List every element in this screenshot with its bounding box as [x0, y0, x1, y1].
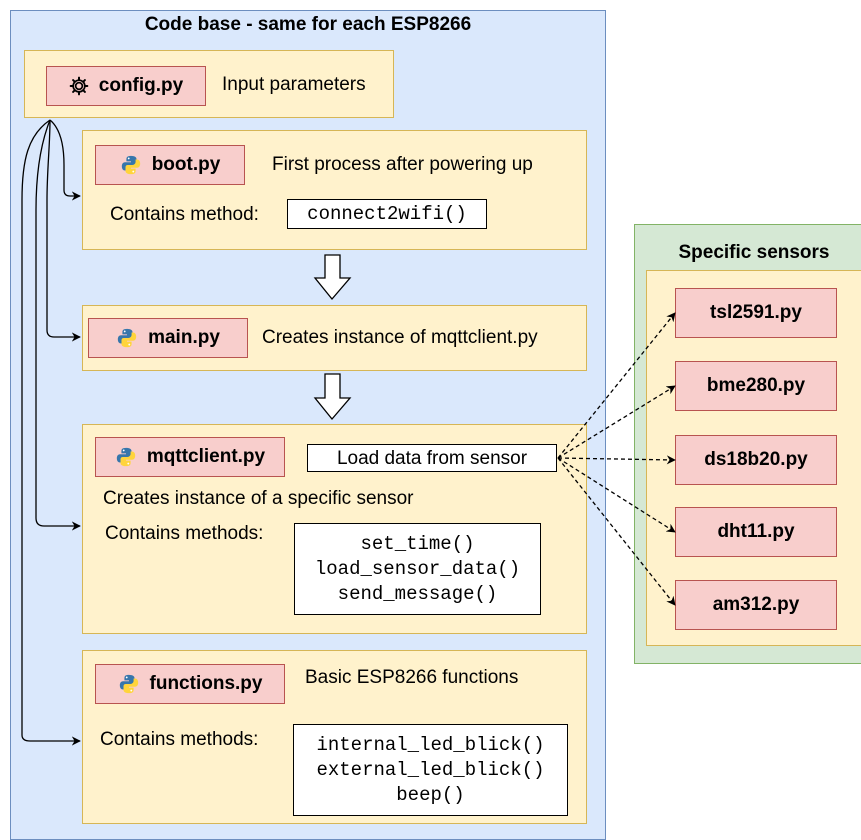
sensor-label: ds18b20.py	[704, 449, 808, 470]
sensor-label: tsl2591.py	[710, 302, 802, 323]
mqttclient-methods-box: set_time() load_sensor_data() send_messa…	[294, 523, 541, 615]
load-data-label: Load data from sensor	[336, 447, 528, 469]
functions-file-label: functions.py	[149, 673, 263, 694]
load-data-box: Load data from sensor	[307, 444, 557, 472]
config-desc: Input parameters	[222, 74, 366, 95]
functions-desc: Basic ESP8266 functions	[305, 667, 519, 688]
python-icon	[116, 327, 138, 349]
config-file-label: config.py	[98, 75, 184, 96]
main-desc: Creates instance of mqttclient.py	[262, 327, 538, 348]
method-beep: beep()	[396, 783, 465, 806]
sensor-am312[interactable]: am312.py	[675, 580, 837, 630]
method-set-time: set_time()	[360, 532, 475, 555]
config-file-tag[interactable]: config.py	[46, 66, 206, 106]
sensors-title: Specific sensors	[678, 242, 830, 263]
codebase-title: Code base - same for each ESP8266	[144, 14, 472, 35]
python-icon	[118, 673, 140, 695]
method-connect2wifi: connect2wifi()	[307, 202, 467, 225]
functions-methods-box: internal_led_blick() external_led_blick(…	[293, 724, 568, 816]
boot-methods-label: Contains method:	[110, 204, 259, 225]
main-file-label: main.py	[148, 327, 220, 348]
python-icon	[120, 154, 142, 176]
method-internal-led-blick: internal_led_blick()	[316, 733, 545, 756]
sensor-label: am312.py	[712, 594, 800, 615]
method-external-led-blick: external_led_blick()	[316, 758, 545, 781]
functions-file-tag[interactable]: functions.py	[95, 664, 285, 704]
mqttclient-file-tag[interactable]: mqttclient.py	[95, 437, 285, 477]
method-send-message: send_message()	[337, 582, 498, 605]
sensor-tsl2591[interactable]: tsl2591.py	[675, 288, 837, 338]
sensor-bme280[interactable]: bme280.py	[675, 361, 837, 411]
boot-file-label: boot.py	[151, 154, 221, 175]
mqttclient-desc: Creates instance of a specific sensor	[103, 488, 414, 509]
mqttclient-file-label: mqttclient.py	[146, 446, 266, 467]
boot-desc: First process after powering up	[272, 154, 533, 175]
boot-methods-box: connect2wifi()	[287, 199, 487, 229]
sensor-dht11[interactable]: dht11.py	[675, 507, 837, 557]
functions-methods-label: Contains methods:	[100, 729, 259, 750]
boot-file-tag[interactable]: boot.py	[95, 145, 245, 185]
sensor-ds18b20[interactable]: ds18b20.py	[675, 435, 837, 485]
main-file-tag[interactable]: main.py	[88, 318, 248, 358]
sensor-label: dht11.py	[717, 521, 795, 542]
mqttclient-methods-label: Contains methods:	[105, 523, 264, 544]
sensor-label: bme280.py	[706, 375, 806, 396]
gear-icon	[69, 76, 89, 96]
python-icon	[115, 446, 137, 468]
method-load-sensor-data: load_sensor_data()	[314, 557, 521, 580]
